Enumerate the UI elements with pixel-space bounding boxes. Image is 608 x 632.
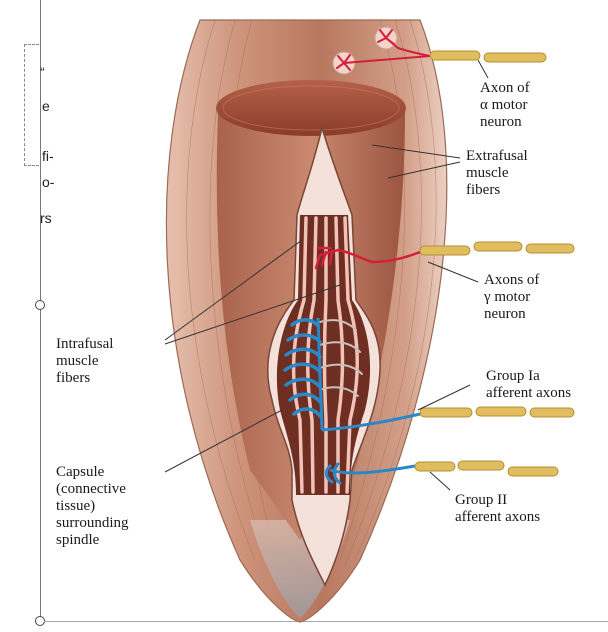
label-gamma-axons-line-3: neuron: [484, 306, 539, 323]
label-extrafusal-line-2: muscle: [466, 165, 528, 182]
label-alpha-axon: Axon of α motor neuron: [480, 80, 530, 131]
label-intrafusal: Intrafusal muscle fibers: [56, 336, 113, 387]
label-alpha-axon-line-3: neuron: [480, 114, 530, 131]
label-extrafusal-line-3: fibers: [466, 182, 528, 199]
label-capsule-line-4: surrounding: [56, 515, 129, 532]
label-group-ii: Group II afferent axons: [455, 492, 540, 526]
label-group-ii-line-1: Group II: [455, 492, 540, 509]
label-gamma-axons: Axons of γ motor neuron: [484, 272, 539, 323]
label-gamma-axons-line-1: Axons of: [484, 272, 539, 289]
fiber-block-top: [216, 80, 406, 136]
label-group-ia-line-1: Group Ia: [486, 368, 571, 385]
label-group-ia-line-2: afferent axons: [486, 385, 571, 402]
label-alpha-axon-line-1: Axon of: [480, 80, 530, 97]
label-capsule-line-2: (connective: [56, 481, 129, 498]
label-intrafusal-line-3: fibers: [56, 370, 113, 387]
label-capsule-line-5: spindle: [56, 532, 129, 549]
label-capsule-line-3: tissue): [56, 498, 129, 515]
label-group-ii-line-2: afferent axons: [455, 509, 540, 526]
label-extrafusal-line-1: Extrafusal: [466, 148, 528, 165]
label-capsule-line-1: Capsule: [56, 464, 129, 481]
label-extrafusal: Extrafusal muscle fibers: [466, 148, 528, 199]
label-intrafusal-line-2: muscle: [56, 353, 113, 370]
label-intrafusal-line-1: Intrafusal: [56, 336, 113, 353]
label-alpha-axon-line-2: α motor: [480, 97, 530, 114]
label-capsule: Capsule (connective tissue) surrounding …: [56, 464, 129, 549]
label-gamma-axons-line-2: γ motor: [484, 289, 539, 306]
label-group-ia: Group Ia afferent axons: [486, 368, 571, 402]
